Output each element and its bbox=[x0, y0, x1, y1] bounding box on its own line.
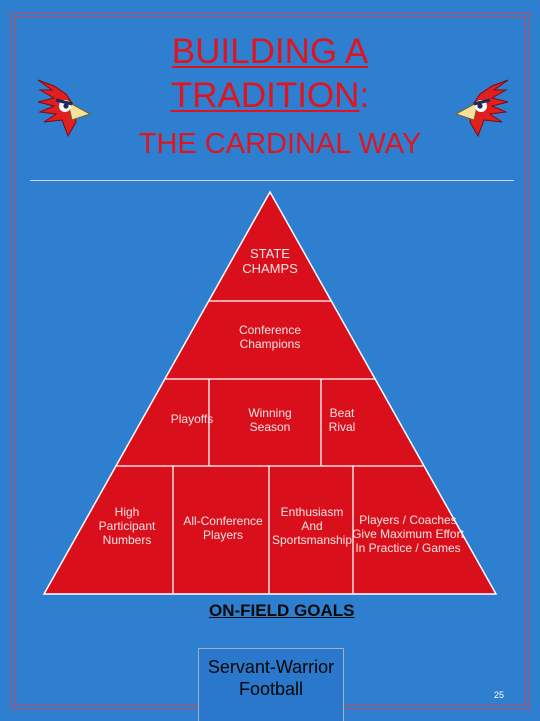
tier3-center-line-2: Season bbox=[249, 420, 291, 434]
tier4-right-a-line-3: Sportsmanship bbox=[271, 533, 353, 547]
pyramid-shape bbox=[42, 190, 498, 595]
tier3-right-line-2: Rival bbox=[328, 420, 356, 434]
tier3-center-label: Winning Season bbox=[235, 406, 305, 434]
tier2-line-2: Champions bbox=[239, 337, 301, 351]
footer-line-2: Football bbox=[238, 679, 304, 699]
tier2-line-1: Conference bbox=[238, 323, 302, 337]
footer-line-1: Servant-Warrior bbox=[207, 657, 335, 677]
tier4-right-a-line-1: Enthusiasm bbox=[280, 505, 344, 519]
tier4-center-label: All-Conference Players bbox=[180, 514, 266, 542]
tier4-left-line-3: Numbers bbox=[102, 533, 152, 547]
tier4-right-b-line-2: Give Maximum Effort bbox=[352, 527, 464, 541]
cardinal-head-icon bbox=[37, 79, 92, 138]
tier4-left-label: High Participant Numbers bbox=[87, 505, 167, 547]
page-number: 25 bbox=[494, 690, 505, 700]
title-divider bbox=[30, 180, 514, 181]
tier4-center-line-2: Players bbox=[202, 528, 243, 542]
title-line-1: BUILDING A bbox=[0, 31, 540, 73]
tier4-right-b-label: Players / Coaches Give Maximum Effort In… bbox=[352, 513, 464, 555]
cardinal-head-icon bbox=[454, 79, 509, 138]
tier3-center-line-1: Winning bbox=[248, 406, 292, 420]
title-text-1: BUILDING A bbox=[171, 32, 369, 71]
tier3-left-line: Playoffs bbox=[170, 412, 214, 426]
title-colon: : bbox=[359, 76, 370, 115]
title-line-2: TRADITION: bbox=[0, 75, 540, 117]
tier4-left-line-1: High bbox=[114, 505, 140, 519]
apex-label: STATE CHAMPS bbox=[230, 246, 310, 276]
tier2-label: Conference Champions bbox=[225, 323, 315, 351]
tier3-left-label: Playoffs bbox=[160, 412, 224, 426]
tier4-right-a-line-2: And bbox=[301, 519, 323, 533]
apex-line-2: CHAMPS bbox=[242, 261, 298, 276]
subtitle: THE CARDINAL WAY bbox=[138, 128, 422, 160]
apex-line-1: STATE bbox=[250, 246, 290, 261]
on-field-goals-label: ON-FIELD GOALS bbox=[209, 601, 355, 620]
tier4-center-line-1: All-Conference bbox=[183, 514, 263, 528]
tier3-right-line-1: Beat bbox=[329, 406, 355, 420]
tier3-right-label: Beat Rival bbox=[318, 406, 366, 434]
tier4-right-b-line-3: In Practice / Games bbox=[355, 541, 461, 555]
pyramid-divisions bbox=[117, 300, 423, 594]
title-text-2: TRADITION bbox=[170, 76, 360, 115]
tier4-right-a-label: Enthusiasm And Sportsmanship bbox=[270, 505, 354, 547]
footer-box: Servant-Warrior Football bbox=[198, 648, 344, 721]
tier4-right-b-line-1: Players / Coaches bbox=[359, 513, 457, 527]
footer-text: Servant-Warrior Football bbox=[199, 656, 343, 700]
tier4-left-line-2: Participant bbox=[98, 519, 156, 533]
